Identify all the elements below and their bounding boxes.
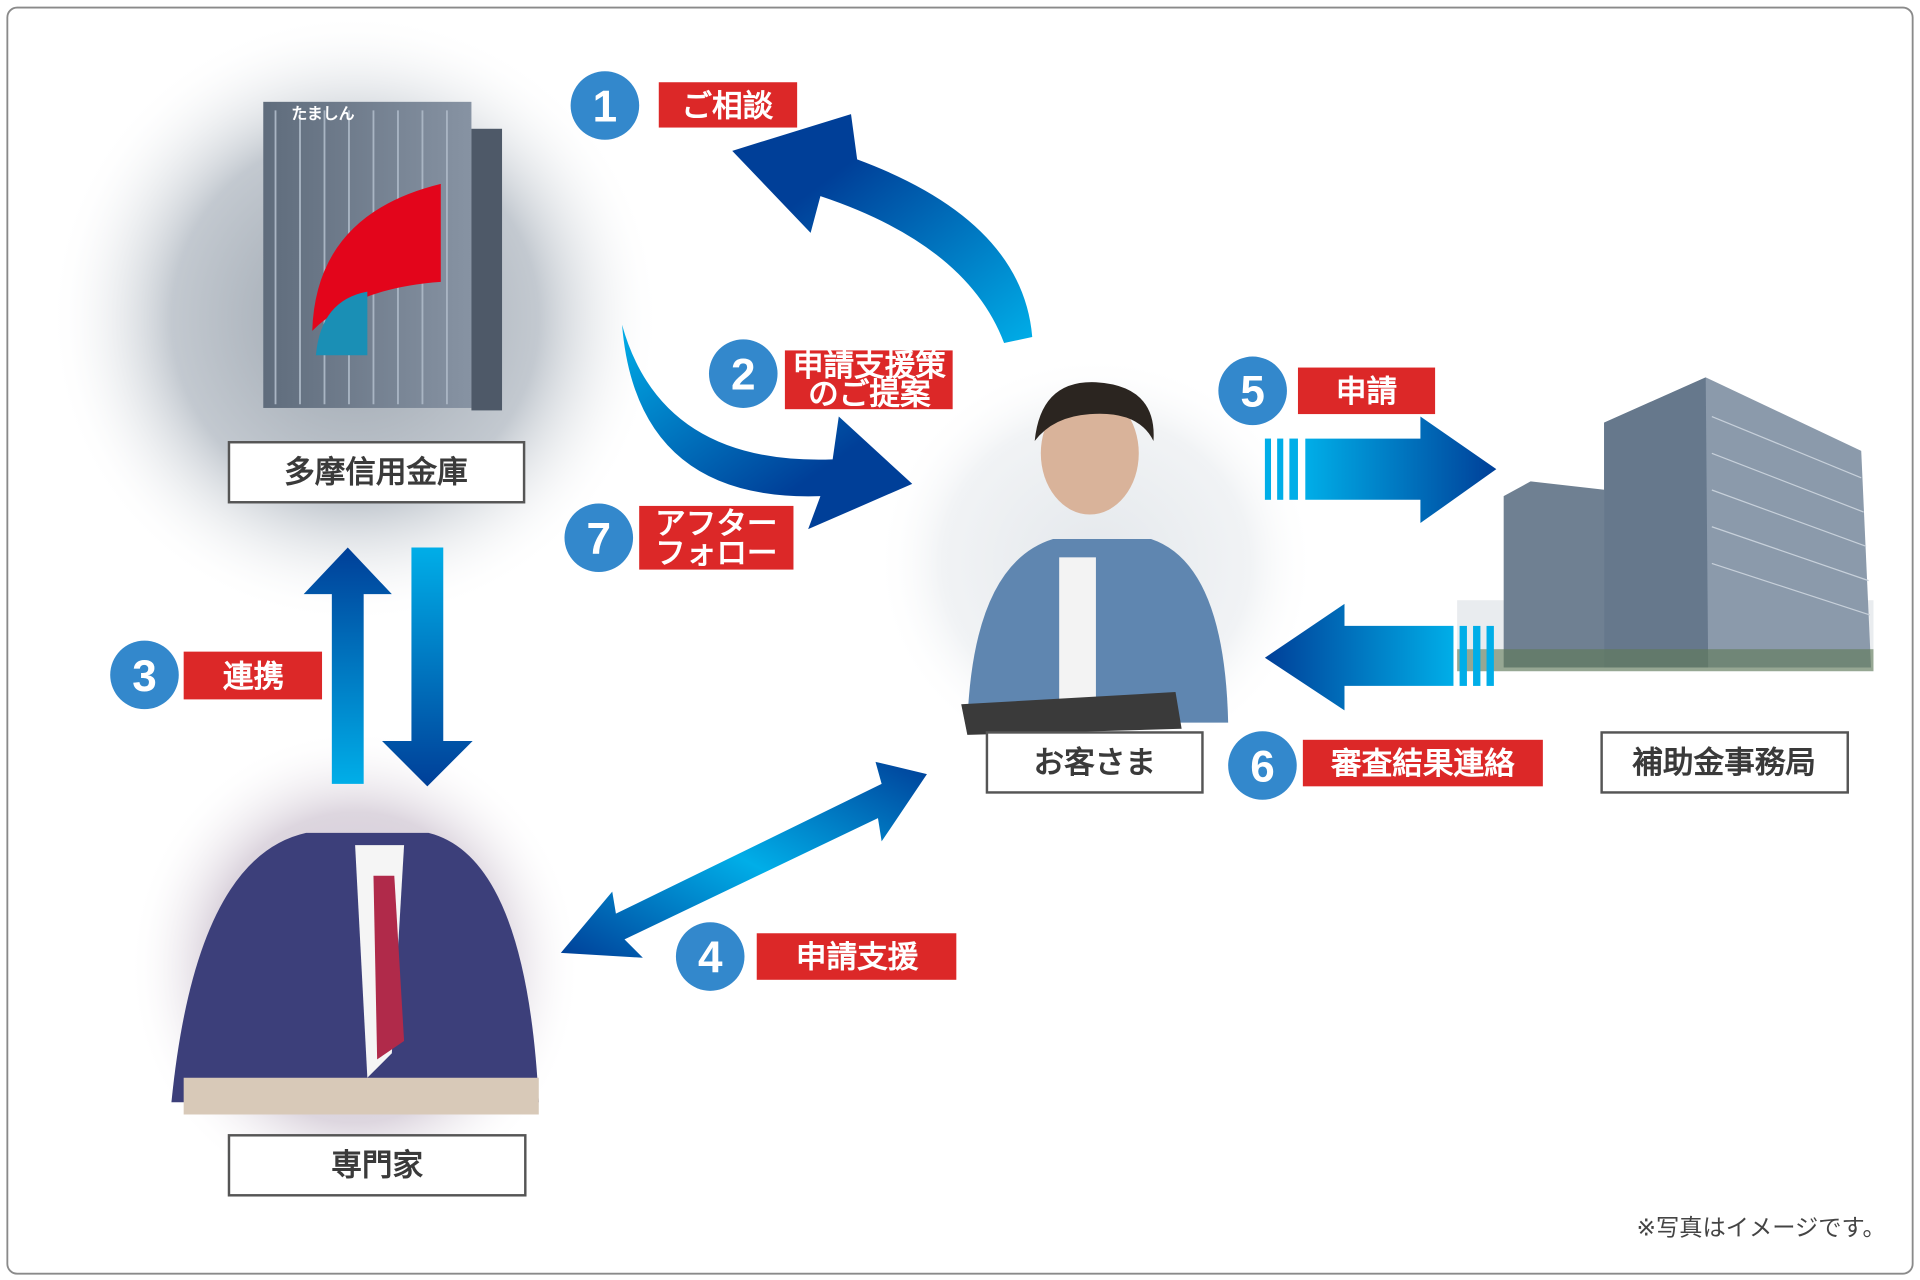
svg-text:申請支援策: 申請支援策 (793, 349, 946, 384)
svg-text:ご相談: ご相談 (681, 89, 773, 125)
step-5: 5 申請 (1218, 356, 1436, 426)
svg-text:7: 7 (587, 515, 612, 564)
arrow-result (1264, 603, 1494, 711)
arrow-consultation (732, 114, 1033, 344)
svg-text:フォロー: フォロー (655, 536, 777, 571)
svg-text:審査結果連絡: 審査結果連絡 (1330, 747, 1515, 782)
arrow-link-up (303, 547, 392, 784)
svg-text:補助金事務局: 補助金事務局 (1631, 745, 1816, 781)
bank-sign: たましん (291, 104, 354, 123)
step-2: 2 申請支援策 のご提案 (708, 339, 953, 412)
svg-text:3: 3 (132, 652, 157, 701)
svg-text:申請: 申請 (1336, 375, 1397, 410)
node-bank: 多摩信用金庫 (227, 441, 526, 504)
arrow-proposal (622, 324, 913, 530)
svg-text:アフター: アフター (655, 507, 777, 542)
expert-photo (128, 728, 582, 1207)
photo-note: ※写真はイメージです。 (1637, 1215, 1886, 1242)
svg-text:4: 4 (698, 933, 723, 982)
arrow-link-down (382, 547, 473, 787)
step-7: 7 アフター フォロー (564, 503, 794, 573)
customer-photo (875, 355, 1317, 772)
node-customer: お客さま (985, 731, 1204, 794)
step-4: 4 申請支援 (675, 922, 957, 991)
svg-text:1: 1 (593, 82, 618, 131)
svg-text:申請支援: 申請支援 (796, 941, 919, 976)
svg-text:専門家: 専門家 (331, 1149, 423, 1184)
node-expert: 専門家 (227, 1134, 527, 1197)
arrow-support-bidirectional (560, 761, 927, 958)
step-6: 6 審査結果連絡 (1228, 731, 1543, 800)
svg-text:のご提案: のご提案 (808, 376, 931, 412)
svg-text:連携: 連携 (223, 660, 284, 695)
step-1: 1 ご相談 (570, 71, 798, 140)
node-subsidy-office: 補助金事務局 (1600, 731, 1849, 794)
svg-text:お客さま: お客さま (1033, 745, 1155, 781)
step-3: 3 連携 (110, 640, 323, 710)
office-photo (1457, 377, 1874, 672)
svg-text:5: 5 (1240, 368, 1265, 417)
svg-text:2: 2 (731, 351, 756, 400)
svg-text:多摩信用金庫: 多摩信用金庫 (284, 455, 468, 491)
svg-text:6: 6 (1250, 742, 1275, 791)
arrow-application (1264, 416, 1497, 524)
